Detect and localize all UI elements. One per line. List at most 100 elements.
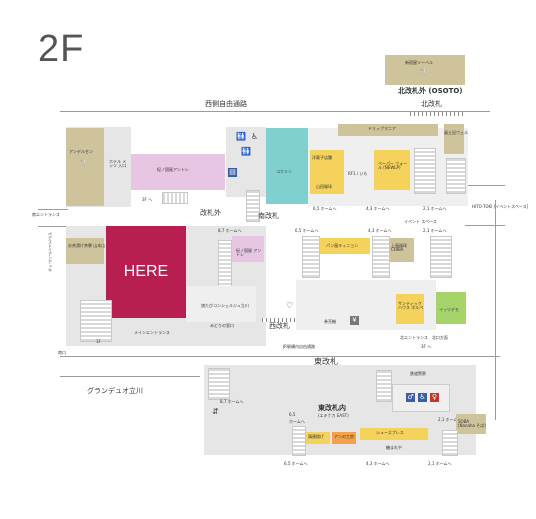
shop-ankou-name: アンの工房 — [334, 434, 354, 439]
platform-21-d-label: 2,1 ホームへ — [428, 461, 452, 466]
shop-sweets-name: 洋菓子店舗 — [312, 155, 332, 160]
down-1f-label: 1F — [96, 339, 101, 344]
shop-shoes[interactable] — [360, 428, 428, 440]
main-entrance-label: メインエントランス — [134, 330, 170, 335]
outside-shop[interactable] — [385, 55, 465, 85]
midori-label: みどりの窓口 — [210, 323, 234, 328]
shop-ocha-name: お茶漬け茶寮 山本山 — [68, 243, 106, 248]
shop-ankou[interactable] — [332, 432, 356, 444]
wheelchair-icon: ♿ — [251, 132, 259, 141]
wall-line — [465, 225, 505, 226]
shop-drip[interactable] — [338, 124, 438, 136]
concierge-zone — [186, 286, 256, 322]
shop-shoes-name: シューズプレス — [376, 430, 404, 435]
jr-passage-label: JR駅構内自由通路 — [283, 344, 315, 349]
shop-pan[interactable] — [320, 238, 370, 254]
wall-line — [60, 111, 490, 112]
platform-65-b-label: 6,5 ホームへ — [295, 228, 319, 233]
shop-dessert[interactable] — [390, 238, 414, 262]
stairs[interactable] — [442, 430, 458, 456]
platform-87-label: 8,7 ホームへ — [218, 228, 242, 233]
escalator[interactable] — [162, 192, 188, 204]
shop-nagane-name: 糖まれや — [386, 445, 402, 450]
shop-ecute[interactable] — [436, 292, 466, 324]
shop-andersen-name: アンデルセン — [69, 149, 93, 154]
shop-kinokuniya-2-name: 紀ノ国屋 アントレ — [236, 248, 262, 257]
wall-line — [60, 376, 200, 377]
shop-pan-name: パン屋キィニョン — [326, 243, 359, 248]
minami-guchi-label: 南口 — [58, 350, 66, 355]
shop-soba[interactable] — [456, 414, 486, 434]
platform-21-c-label: 2,1 ホームへ — [438, 417, 462, 422]
platform-87-c-label: 8,7 ホームへ — [220, 399, 244, 404]
shop-sweets[interactable] — [310, 150, 344, 194]
wall-line — [38, 209, 68, 210]
north-gate[interactable] — [410, 112, 466, 116]
platform-65-d-label: 6,5 ホームへ — [284, 461, 308, 466]
west-gate[interactable] — [262, 318, 302, 322]
ticket-label: 券売機 — [324, 319, 336, 324]
hotel-metz-label: ホテル メッツ 入口 — [109, 159, 127, 168]
shop-hanakai-name: 鶏唐揚げ — [308, 434, 324, 439]
shop-kokumin-name: コクミン — [276, 169, 292, 174]
wall-line — [495, 200, 496, 420]
atm-icon: ¥ — [350, 316, 359, 325]
hito-toki-label: HITO-TOKI [イベントスペース] — [472, 204, 529, 209]
shop-rf1-name: RF1 / いも — [348, 171, 368, 176]
north-gate-label: 北改札 — [421, 100, 442, 108]
stairs[interactable] — [246, 190, 260, 222]
platform-43-label: 4,3 ホームへ — [366, 206, 390, 211]
west-passage-label: 西側自由通路 — [205, 100, 247, 108]
shop-kinokuniya[interactable] — [131, 154, 225, 190]
floor-label: 2F — [38, 28, 85, 70]
wall-line — [38, 226, 68, 227]
shop-kinokuniya-name: 紀ノ国屋アントレ — [157, 167, 189, 172]
here-marker: HERE — [106, 226, 186, 318]
restroom-icon: 🚻 — [236, 132, 246, 141]
koban-label: 鉄道警察 — [410, 371, 426, 376]
stairs[interactable] — [208, 368, 230, 400]
shop-santoku[interactable] — [396, 294, 424, 324]
shop-santoku-name: サンティック ハウス ネルペ — [398, 301, 424, 310]
shop-kinokuniya-2[interactable] — [232, 236, 264, 262]
grand-duo-label: グランデュオ立川 — [87, 387, 143, 395]
platform-43-d-label: 4,3 ホームへ — [366, 461, 390, 466]
shop-hanakai[interactable] — [306, 432, 330, 444]
platform-21-b-label: 2,1 ホームへ — [423, 228, 447, 233]
stairs[interactable] — [302, 236, 320, 278]
shop-paper[interactable] — [374, 150, 410, 190]
south-gate-label: 南改札 — [258, 212, 279, 220]
platform-43-b-label: 4,3 ホームへ — [368, 228, 392, 233]
shop-andersen[interactable] — [66, 128, 104, 206]
south-entrance-label: 南エントランス — [32, 212, 60, 217]
stairs[interactable] — [218, 240, 232, 290]
shop-dessert-name: 上島珈琲 CHIBA — [391, 243, 407, 252]
shop-paper-name: ペーパー ウォール (NEWLP) — [378, 161, 408, 170]
heart-icon: ♡ — [286, 301, 294, 310]
east-inner-label: 東改札内 — [318, 404, 346, 412]
stairs[interactable] — [414, 148, 436, 194]
stairs[interactable] — [372, 236, 390, 278]
shop-fudoki[interactable] — [444, 124, 464, 154]
stairs[interactable] — [80, 300, 112, 342]
elevator-icon: ▤ — [228, 168, 237, 177]
stairs[interactable] — [376, 370, 392, 402]
platform-65-e2-label: ホームへ — [289, 419, 305, 424]
concierge-label: 旅たびコンシェルジュ立川 — [201, 303, 249, 308]
restroom-icon: ♀ — [430, 393, 439, 402]
restroom-icon: ♂ — [406, 393, 415, 402]
shop-soba-name: SOBA (Nanaha そば) — [458, 419, 486, 428]
shop-ecute-name: イッツデモ — [439, 307, 459, 312]
shop-kokumin[interactable] — [266, 128, 308, 204]
stairs[interactable] — [292, 426, 306, 456]
platform-65-e-label: 6,5 — [289, 412, 296, 417]
stairs[interactable] — [430, 236, 452, 278]
shop-ocha[interactable] — [66, 238, 104, 264]
wall-line — [60, 356, 500, 357]
shop-fudoki-name: 風土記ウェル — [444, 130, 468, 135]
west-gate-label: 西改札 — [269, 322, 290, 330]
platform-21-label: 2,1 ホームへ — [423, 206, 447, 211]
stairs[interactable] — [446, 158, 466, 194]
restaurant-icon: 🍴 — [418, 68, 428, 77]
east-gate-label: 東改札 — [314, 357, 338, 366]
